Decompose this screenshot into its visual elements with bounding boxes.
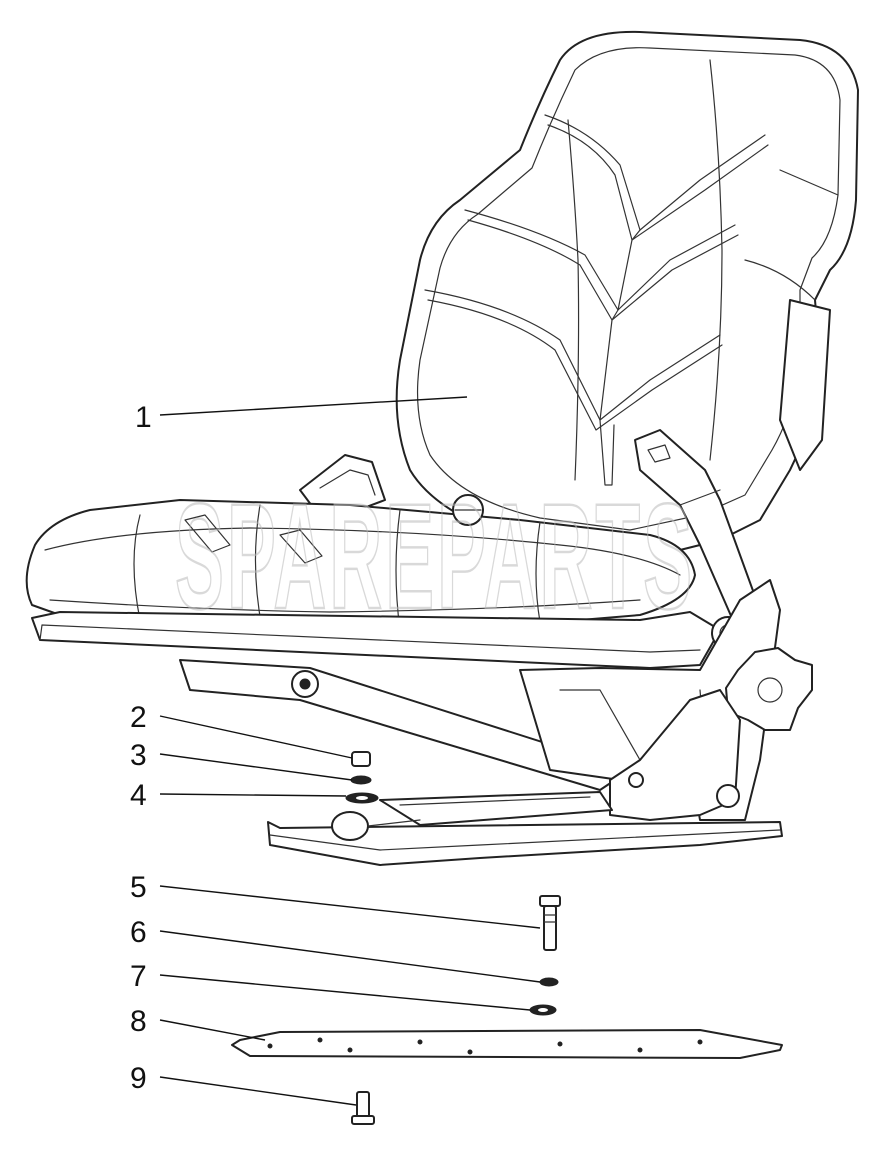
callout-1: 1	[135, 401, 152, 434]
callout-4: 4	[130, 779, 147, 812]
leader-lines	[159, 396, 541, 1106]
bolt-part-5	[539, 895, 561, 907]
spring-washer-part-3	[350, 775, 372, 785]
seat-cushion	[25, 499, 696, 631]
nut-part-2	[351, 751, 371, 767]
callout-labels: 1 2 3 4 5 6 7 8 9	[130, 401, 152, 1095]
screw-part-9	[356, 1091, 370, 1119]
spring-washer-part-6	[539, 977, 559, 987]
backrest-cushion	[416, 47, 841, 531]
callout-3: 3	[130, 739, 147, 772]
seat-assembly-drawing	[25, 30, 859, 866]
upper-fasteners	[345, 751, 379, 804]
rail-release-handle	[331, 811, 369, 841]
watermark: SPAREPARTS	[175, 472, 695, 640]
callout-6: 6	[130, 916, 147, 949]
backrest-side-bracket	[779, 299, 831, 471]
suspension-arm	[179, 659, 631, 791]
callout-7: 7	[130, 960, 147, 993]
lower-bracket	[609, 689, 741, 821]
callout-9: 9	[130, 1062, 147, 1095]
callout-8: 8	[130, 1005, 147, 1038]
callout-2: 2	[130, 701, 147, 734]
mounting-plate-part-8	[231, 1029, 783, 1059]
callout-5: 5	[130, 871, 147, 904]
adjustment-knob	[725, 647, 813, 731]
lower-fasteners	[231, 895, 783, 1125]
slide-rail-base	[267, 821, 783, 866]
